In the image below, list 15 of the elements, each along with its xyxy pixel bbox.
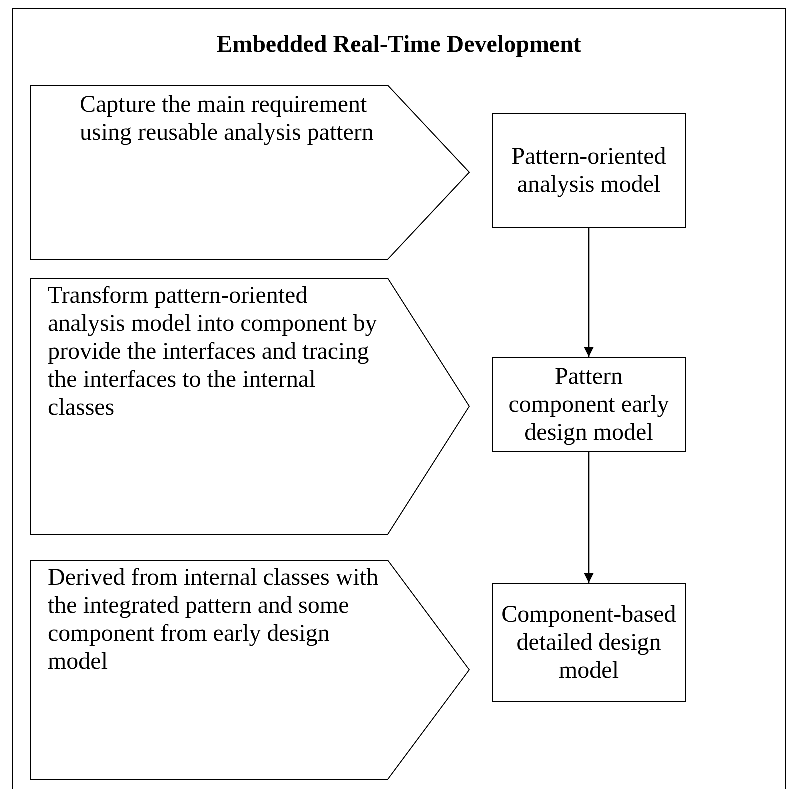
pentagon-arrow-shape (30, 560, 470, 780)
pentagon-arrow-shape (30, 278, 470, 535)
arrow (584, 452, 594, 583)
node-text: Transform pattern-oriented analysis model into component by provide the interfaces and tracing the interfaces to the internal classes (47, 282, 378, 422)
node-text: Pattern-oriented analysis model (510, 142, 668, 198)
process-box (492, 583, 686, 702)
process-box (492, 357, 686, 452)
pentagon-arrow-shape (30, 85, 470, 260)
arrow (584, 228, 594, 357)
node-text: Pattern component early design model (508, 362, 670, 446)
node-text: Capture the main requirement using reusable analysis pattern (79, 91, 375, 147)
node-text: Component-based detailed design model (501, 600, 677, 684)
title: Embedded Real-Time Development (216, 31, 582, 60)
process-box (492, 113, 686, 228)
node-text: Derived from internal classes with the integrated pattern and some component from early design model (47, 564, 380, 676)
